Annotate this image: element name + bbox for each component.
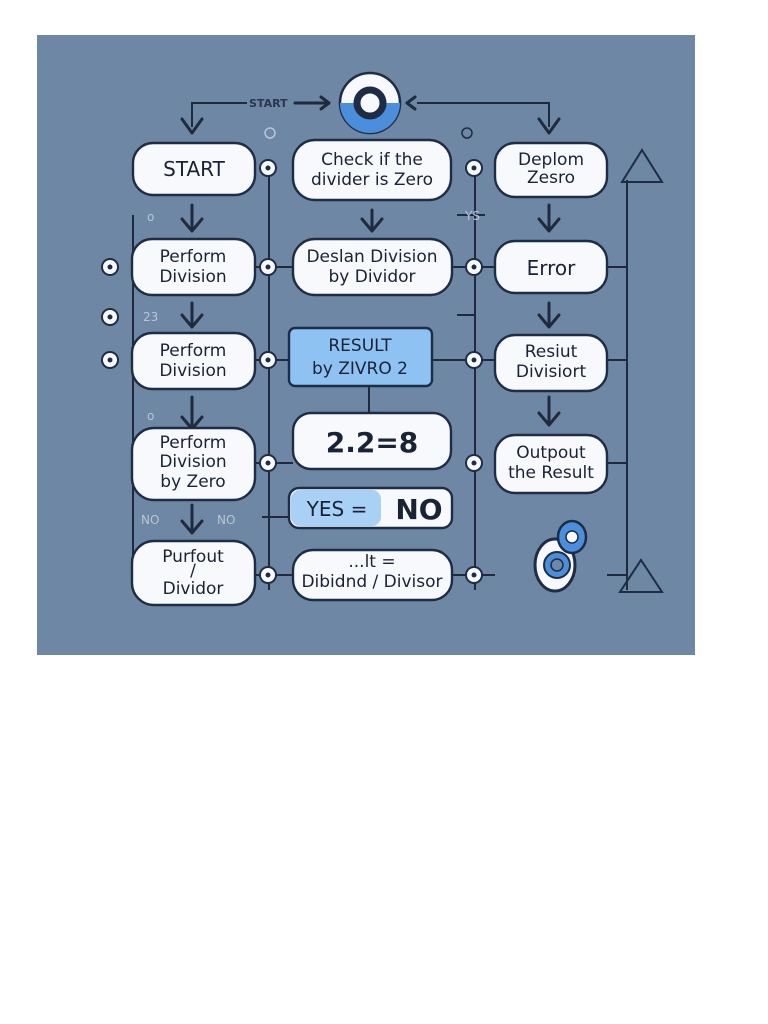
node-result-by-zivro: RESULT by ZIVRO 2: [287, 326, 434, 388]
node-yes-no: YES = NO: [287, 486, 454, 530]
down-arrow-icon: [537, 395, 561, 427]
left-arrow-icon: [405, 95, 417, 111]
faint-mark: o: [147, 409, 154, 423]
right-arrow-icon: [293, 95, 331, 111]
node-perform-division-2: Perform Division: [130, 331, 257, 391]
down-arrow-icon: [180, 301, 204, 329]
node-perform-division-by-zero: Perform Division by Zero: [130, 426, 257, 502]
node-equation: 2.2=8: [291, 411, 453, 471]
svg-text:by Zero: by Zero: [160, 472, 225, 492]
down-arrow-icon: [180, 503, 204, 535]
svg-text:START: START: [163, 157, 225, 181]
svg-text:divider is Zero: divider is Zero: [311, 170, 433, 190]
svg-text:Divisiort: Divisiort: [516, 362, 587, 382]
svg-text:by ZIVRO 2: by ZIVRO 2: [312, 359, 408, 379]
down-arrow-icon: [537, 203, 561, 233]
eight-icon: [533, 519, 588, 593]
svg-text:Outpout: Outpout: [516, 443, 586, 463]
svg-text:Dibidnd ∕ Divisor: Dibidnd ∕ Divisor: [301, 572, 442, 592]
down-arrow-icon: [360, 208, 384, 233]
svg-text:∕: ∕: [190, 561, 196, 581]
down-arrow-icon: [537, 117, 561, 135]
node-outpout-result: Outpout the Result: [493, 433, 609, 495]
start-arrow-label: START: [249, 97, 288, 110]
node-perform-division-1: Perform Division: [130, 237, 257, 297]
svg-text:Deslan Division: Deslan Division: [306, 247, 437, 267]
svg-text:Purfout: Purfout: [162, 547, 224, 567]
svg-text:Division: Division: [159, 452, 226, 472]
node-deslan-division: Deslan Division by Dividor: [291, 237, 454, 297]
svg-text:Zesro: Zesro: [527, 168, 575, 188]
triangle-icon: [618, 558, 664, 593]
svg-text:by Dividor: by Dividor: [328, 267, 415, 287]
svg-text:Perform: Perform: [160, 341, 227, 361]
svg-text:Division: Division: [159, 267, 226, 287]
faint-mark: o: [147, 210, 154, 224]
svg-text:Perform: Perform: [160, 247, 227, 267]
flowchart: START START Check if the divider is Zero…: [101, 71, 664, 607]
node-start: START: [131, 141, 257, 197]
connector-dots: [101, 127, 483, 584]
node-check-divider: Check if the divider is Zero: [291, 138, 453, 202]
svg-text:Division: Division: [159, 361, 226, 381]
down-arrow-icon: [180, 395, 204, 431]
svg-text:YES =: YES =: [306, 497, 368, 521]
number-label: 23: [143, 310, 158, 324]
svg-text:...lt =: ...lt =: [348, 552, 395, 572]
node-dibidnd-divisor: ...lt = Dibidnd ∕ Divisor: [291, 548, 454, 602]
no-side-label: NO: [217, 513, 235, 527]
down-arrow-icon: [537, 301, 561, 329]
down-arrow-icon: [180, 203, 204, 233]
svg-text:Deplom: Deplom: [518, 150, 584, 170]
ring-icon: [338, 71, 402, 135]
svg-text:2.2=8: 2.2=8: [326, 426, 419, 459]
yes-side-label: YS: [464, 209, 480, 223]
svg-text:Resiut: Resiut: [525, 342, 578, 362]
triangle-icon: [620, 148, 664, 183]
node-resiut-divisiort: Resiut Divisiort: [493, 333, 609, 393]
svg-text:the Result: the Result: [508, 463, 594, 483]
node-error: Error: [493, 239, 609, 295]
svg-text:Error: Error: [527, 256, 577, 280]
down-arrow-icon: [180, 117, 204, 135]
no-left-label: NO: [141, 513, 159, 527]
svg-text:NO: NO: [395, 493, 442, 526]
svg-text:RESULT: RESULT: [328, 336, 392, 356]
node-purfout-dividor: Purfout ∕ Dividor: [130, 539, 257, 607]
svg-text:Perform: Perform: [160, 433, 227, 453]
svg-text:Dividor: Dividor: [163, 579, 224, 599]
node-deplom: Deplom Zesro: [493, 141, 609, 199]
svg-text:Check if the: Check if the: [321, 150, 423, 170]
